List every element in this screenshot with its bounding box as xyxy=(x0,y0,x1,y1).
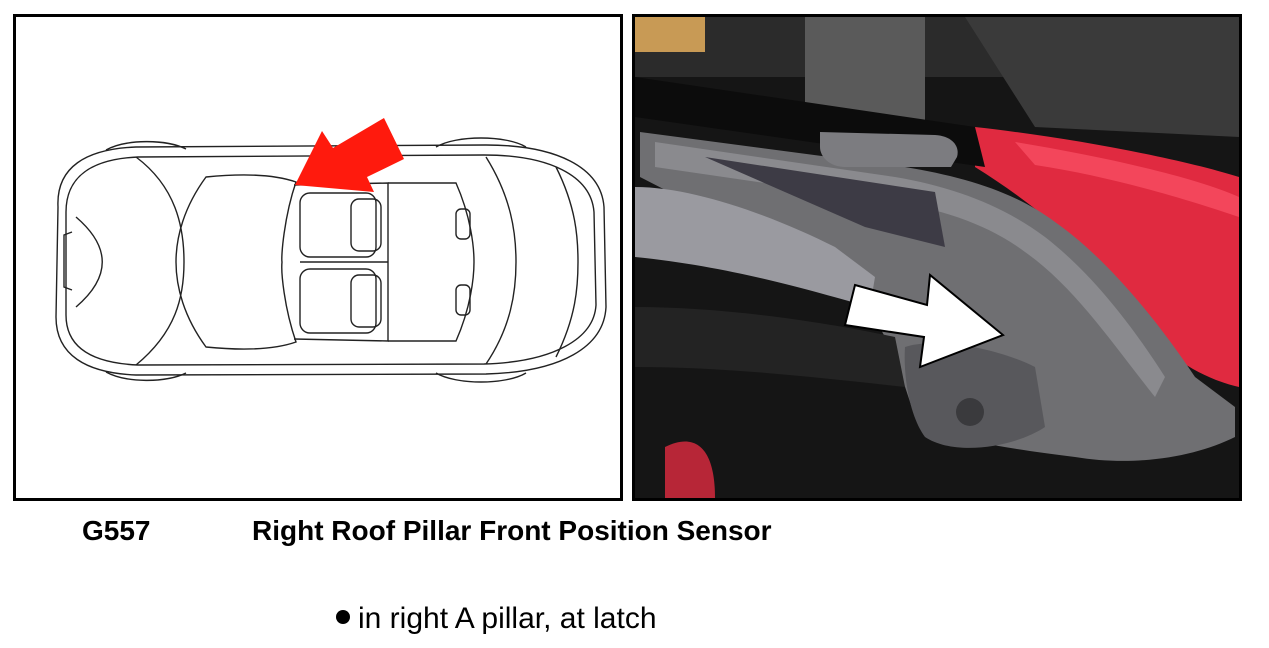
red-arrow-icon xyxy=(295,118,404,192)
white-arrow-icon xyxy=(843,273,1005,369)
car-top-view-diagram xyxy=(13,14,623,501)
car-outline xyxy=(55,137,607,383)
location-text: in right A pillar, at latch xyxy=(358,602,657,635)
a-pillar-latch-photo xyxy=(632,14,1242,501)
component-code: G557 xyxy=(82,515,151,546)
location-list-item: in right A pillar, at latch xyxy=(336,602,657,636)
component-title: Right Roof Pillar Front Position Sensor xyxy=(252,515,772,546)
bullet-dot-icon xyxy=(336,610,350,625)
